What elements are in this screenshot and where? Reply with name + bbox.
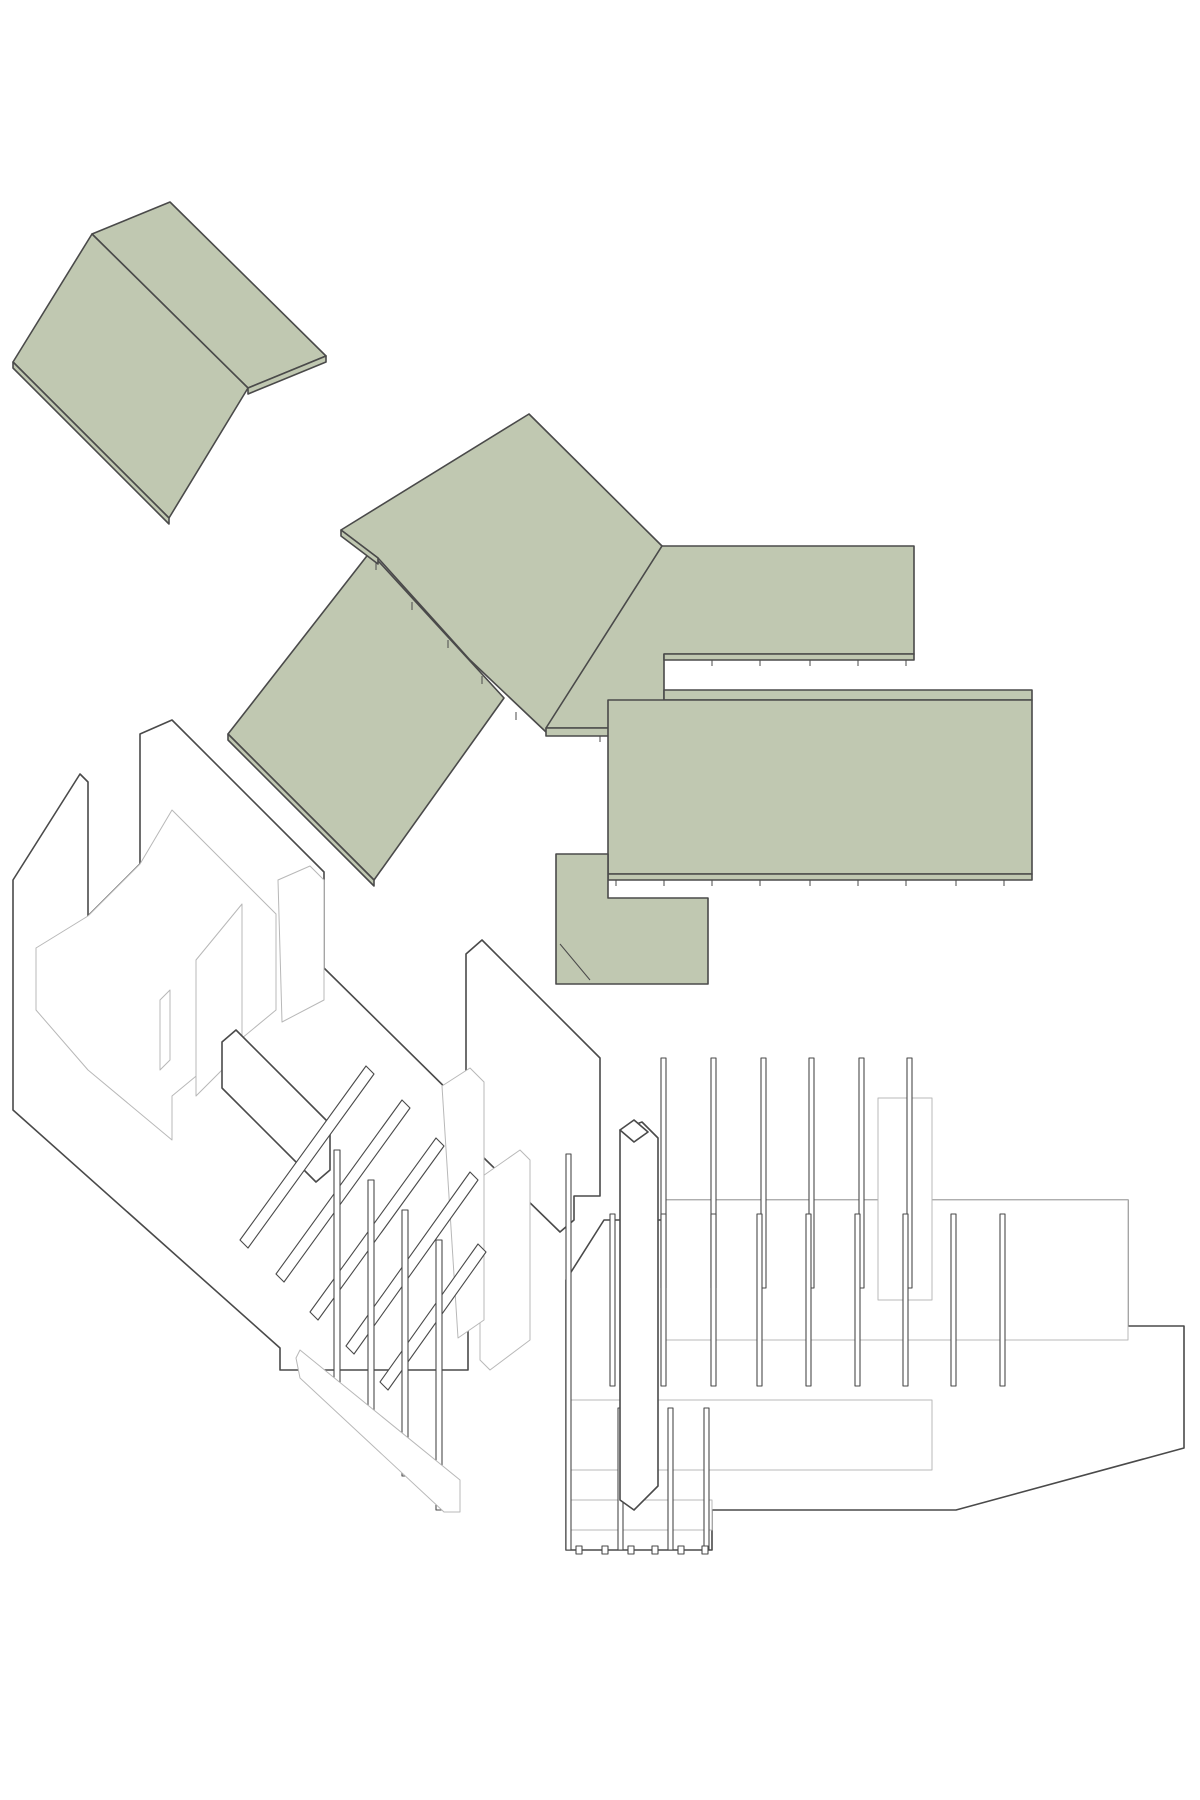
roof-panel-southeast <box>607 689 1033 886</box>
pergola-east-posts-lower <box>609 1213 1006 1387</box>
roof-panel-corner <box>555 853 709 985</box>
post <box>660 1213 667 1387</box>
pergola-east-box <box>877 1097 933 1301</box>
wall-west-partition <box>159 989 171 1071</box>
roof-corner-diagonal <box>559 943 591 981</box>
foot <box>627 1545 635 1555</box>
post <box>805 1213 812 1387</box>
roof-east-purlin-ticks <box>599 660 907 742</box>
rafter <box>275 1099 411 1283</box>
post <box>703 1407 710 1551</box>
post <box>906 1057 913 1289</box>
post <box>756 1213 763 1387</box>
rafter <box>239 1065 375 1249</box>
roof-east-edge <box>663 653 915 661</box>
post <box>854 1213 861 1387</box>
foot <box>575 1545 583 1555</box>
post <box>710 1213 717 1387</box>
post <box>999 1213 1006 1387</box>
post <box>609 1213 616 1387</box>
post <box>950 1213 957 1387</box>
wall-central-low <box>479 1149 531 1371</box>
roof-panel-east <box>545 545 915 742</box>
roof-upper-left-eave <box>247 355 327 395</box>
wall-west-pillar <box>277 865 325 1023</box>
roof-corner-top <box>555 853 709 985</box>
post <box>667 1407 674 1551</box>
roof-southeast-fascia <box>663 689 1033 701</box>
rafter-base-frame <box>295 1349 461 1513</box>
wall-frame-west <box>12 719 469 1371</box>
post <box>760 1057 767 1289</box>
post <box>367 1179 375 1441</box>
roof-central-edge <box>227 733 375 887</box>
foot <box>601 1545 609 1555</box>
foot <box>651 1545 659 1555</box>
roof-panel-upper-left <box>12 201 327 525</box>
roof-upper-left-edge <box>12 361 170 525</box>
roof-southeast-edge <box>607 873 1033 881</box>
foot <box>677 1545 685 1555</box>
post <box>565 1153 572 1551</box>
pergola-east <box>565 1057 1185 1555</box>
roof-central-purlin-ticks <box>375 562 517 720</box>
post <box>858 1057 865 1289</box>
rafter-set <box>239 1065 487 1513</box>
post <box>435 1239 443 1511</box>
roof-central-ridge-edge <box>340 529 379 565</box>
pergola-east-column <box>619 1121 659 1511</box>
post <box>902 1213 909 1387</box>
pergola-east-column-cap <box>619 1119 649 1143</box>
rafter <box>345 1171 479 1355</box>
wall-west-low-wall <box>221 1029 331 1183</box>
rafter <box>309 1137 445 1321</box>
pergola-east-feet <box>575 1545 709 1555</box>
foot <box>701 1545 709 1555</box>
roof-panel-central <box>227 413 663 887</box>
roof-southeast-purlin-ticks <box>615 880 1005 886</box>
roof-southeast-top <box>607 699 1033 875</box>
post <box>333 1149 341 1407</box>
pergola-east-rail <box>569 1499 713 1531</box>
